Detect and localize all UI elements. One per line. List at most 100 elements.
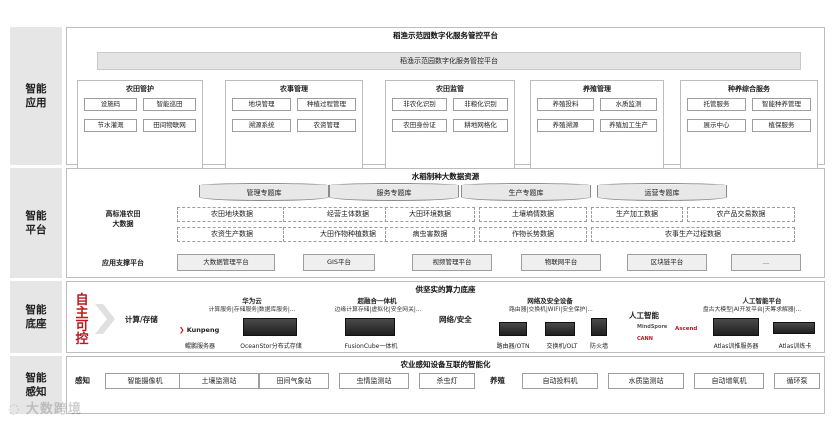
module-farming-management[interactable]: 农事管理 地块管理 种植过程管理 溯源系统 农资管理 — [225, 80, 363, 182]
router-image — [499, 322, 527, 336]
database-label: 服务专题库 — [329, 185, 459, 201]
sensor-button[interactable]: 虫情监测站 — [339, 373, 409, 389]
database-production[interactable]: 生产专题库 — [461, 183, 591, 201]
database-label: 生产专题库 — [461, 185, 591, 201]
data-item[interactable]: 作物长势数据 — [479, 227, 587, 242]
module-item[interactable]: 智能种养管理 — [752, 98, 811, 111]
ai-platform-sub: 盘古大模型|AI开发平台|天筹求解器|... — [702, 307, 802, 313]
mindspore-logo: MindSpore — [637, 324, 668, 330]
support-platform-label: 应用支撑平台 — [102, 259, 144, 267]
sensing-title: 农业感知设备互联的智能化 — [400, 360, 491, 369]
database-service[interactable]: 服务专题库 — [329, 183, 459, 201]
module-item[interactable]: 田间物联网 — [143, 119, 196, 132]
firewall-caption: 防火墙 — [589, 343, 608, 350]
platform-body: 水稻制种大数据资源 管理专题库 服务专题库 生产专题库 运营专题库 高标准农田 … — [66, 168, 825, 278]
module-item[interactable]: 设施码 — [84, 98, 137, 111]
support-item[interactable]: 视频管理平台 — [412, 254, 492, 271]
support-item[interactable]: 区块链平台 — [627, 254, 707, 271]
application-platform-bar[interactable]: 稻渔示范园数字化服务管控平台 — [97, 52, 801, 70]
atlas-server-caption: Atlas训推服务器 — [713, 343, 759, 350]
layer-application: 智能 应用 稻渔示范园数字化服务管控平台 稻渔示范园数字化服务管控平台 农田管护… — [10, 27, 825, 182]
data-item[interactable]: 生产加工数据 — [591, 207, 683, 222]
atlas-card-caption: Atlas训练卡 — [778, 343, 812, 350]
module-integrated-service[interactable]: 种养综合服务 托管服务 智能种养管理 展示中心 植保服务 — [680, 80, 818, 182]
oceanstor-caption: OceanStor分布式存储 — [240, 343, 302, 350]
module-item[interactable]: 植保服务 — [752, 119, 811, 132]
module-item[interactable]: 耕地网格化 — [453, 119, 508, 132]
module-aquaculture-management[interactable]: 养殖管理 养殖投料 水质监测 养殖溯源 养殖加工生产 — [530, 80, 664, 182]
atlas-server-image — [713, 318, 759, 336]
database-label: 运营专题库 — [597, 185, 727, 201]
module-title: 农事管理 — [280, 85, 308, 93]
module-item[interactable]: 非粮化识别 — [453, 98, 508, 111]
data-item[interactable]: 大田环境数据 — [385, 207, 475, 222]
module-item[interactable]: 智能巡田 — [143, 98, 196, 111]
atlas-card-image — [773, 322, 815, 334]
application-body: 稻渔示范园数字化服务管控平台 稻渔示范园数字化服务管控平台 农田管护 设施码 智… — [66, 27, 825, 182]
cann-logo: CANN — [637, 336, 653, 342]
kunpeng-logo-text: Kunpeng — [186, 326, 220, 334]
layer-platform: 智能 平台 水稻制种大数据资源 管理专题库 服务专题库 生产专题库 运营专题库 … — [10, 168, 825, 278]
data-item[interactable]: 农田地块数据 — [177, 207, 287, 222]
sensor-button[interactable]: 循环泵 — [774, 373, 820, 389]
sensor-button[interactable]: 水质监测站 — [608, 373, 684, 389]
self-control-label: 自主可控 — [75, 293, 89, 347]
oceanstor-storage-image — [243, 318, 297, 336]
support-item[interactable]: GIS平台 — [303, 254, 375, 271]
application-title: 稻渔示范园数字化服务管控平台 — [393, 31, 498, 40]
module-item[interactable]: 养殖加工生产 — [600, 119, 657, 132]
module-item[interactable]: 农田身份证 — [392, 119, 447, 132]
module-item[interactable]: 农资管理 — [297, 119, 356, 132]
layer-sensing: 智能 感知 农业感知设备互联的智能化 感知 智能摄像机 土壤监测站 田间气象站 … — [10, 356, 825, 414]
sensor-button[interactable]: 自动投料机 — [522, 373, 598, 389]
module-item[interactable]: 水质监测 — [600, 98, 657, 111]
data-item[interactable]: 病虫害数据 — [385, 227, 475, 242]
watermark-logo-icon: ◌ — [8, 402, 21, 417]
sensor-button[interactable]: 土壤监测站 — [179, 373, 259, 389]
layer-label-application: 智能 应用 — [10, 27, 62, 165]
router-caption: 路由器/OTN — [496, 343, 530, 350]
support-item[interactable]: 物联网平台 — [521, 254, 601, 271]
huawei-cloud-sub: 计算服务|存储服务|数据库服务|... — [208, 307, 296, 313]
support-item[interactable]: ... — [731, 254, 801, 271]
huawei-cloud-title: 华为云 — [242, 297, 262, 305]
module-item[interactable]: 种植过程管理 — [297, 98, 356, 111]
module-item[interactable]: 节水灌溉 — [84, 119, 137, 132]
infrastructure-body: 供坚实的算力底座 自主可控 计算/存储 华为云 计算服务|存储服务|数据库服务|… — [66, 281, 825, 353]
module-farmland-supervision[interactable]: 农田监管 非农化识别 非粮化识别 农田身份证 耕地网格化 — [385, 80, 515, 182]
module-item[interactable]: 非农化识别 — [392, 98, 447, 111]
module-farmland-care[interactable]: 农田管护 设施码 智能巡田 节水灌溉 田间物联网 — [77, 80, 203, 182]
data-item[interactable]: 农事生产过程数据 — [591, 227, 795, 242]
database-operation[interactable]: 运营专题库 — [597, 183, 727, 201]
module-item[interactable]: 托管服务 — [687, 98, 746, 111]
sensor-button[interactable]: 田间气象站 — [259, 373, 329, 389]
module-title: 养殖管理 — [583, 85, 611, 93]
database-management[interactable]: 管理专题库 — [199, 183, 329, 201]
data-item[interactable]: 农产品交易数据 — [687, 207, 795, 222]
support-item[interactable]: 大数据管理平台 — [177, 254, 275, 271]
sensor-button[interactable]: 自动增氧机 — [694, 373, 764, 389]
switch-caption: 交换机/OLT — [546, 343, 578, 350]
module-item[interactable]: 地块管理 — [232, 98, 291, 111]
layer-label-infrastructure: 智能 底座 — [10, 281, 62, 353]
watermark: ◌ 大数跨境 — [8, 398, 82, 417]
data-item[interactable]: 农资生产数据 — [177, 227, 287, 242]
fusion-sub: 边缘计算存储|虚拟化|安全网关|... — [334, 307, 422, 313]
module-title: 种养综合服务 — [728, 85, 770, 93]
module-item[interactable]: 展示中心 — [687, 119, 746, 132]
platform-title: 水稻制种大数据资源 — [411, 172, 480, 181]
data-item[interactable]: 土壤墒情数据 — [479, 207, 587, 222]
module-item[interactable]: 养殖溯源 — [537, 119, 594, 132]
network-title: 网络及安全设备 — [527, 297, 573, 305]
ascend-logo: Ascend — [675, 326, 698, 332]
kunpeng-server-caption: 鲲鹏服务器 — [184, 343, 215, 350]
fusioncube-caption: FusionCube一体机 — [344, 343, 398, 350]
module-item[interactable]: 溯源系统 — [232, 119, 291, 132]
perception-label: 感知 — [75, 376, 90, 385]
sensor-button[interactable]: 智能摄像机 — [105, 373, 185, 389]
module-item[interactable]: 养殖投料 — [537, 98, 594, 111]
hsf-big-data-label: 高标准农田 大数据 — [105, 210, 141, 228]
firewall-image — [591, 318, 607, 336]
sensor-button[interactable]: 杀虫灯 — [419, 373, 475, 389]
ai-label: 人工智能 — [629, 311, 659, 320]
